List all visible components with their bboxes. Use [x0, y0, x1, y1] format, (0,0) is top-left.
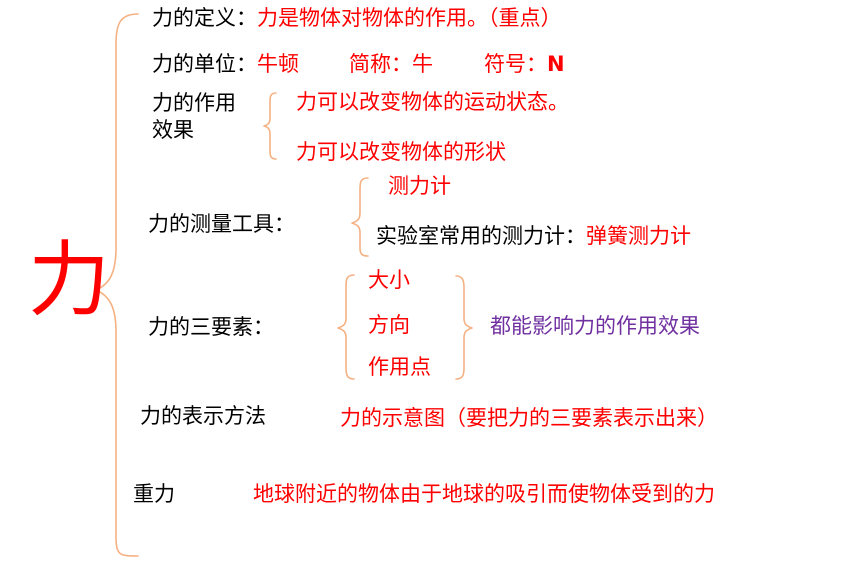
effect-label-line2: 效果 [152, 118, 194, 142]
unit-row: 力的单位：牛顿 [152, 51, 299, 77]
definition-label: 力的定义： [152, 6, 257, 30]
unit-symbol-row: 符号：N [484, 51, 565, 77]
measure-item-lab-prefix: 实验室常用的测力计： [376, 224, 586, 248]
elements-item-point: 作用点 [368, 355, 431, 379]
elements-right-brace [455, 275, 473, 380]
measure-item-dynamometer: 测力计 [388, 174, 451, 198]
unit-symbol-value: N [547, 52, 565, 76]
representation-label: 力的表示方法 [140, 404, 266, 428]
gravity-value: 地球附近的物体由于地球的吸引而使物体受到的力 [253, 482, 715, 506]
elements-label: 力的三要素： [148, 315, 274, 339]
unit-short-value: 牛 [412, 52, 433, 76]
main-force-char: 力 [28, 233, 111, 328]
unit-short-label: 简称： [349, 52, 412, 76]
gravity-label: 重力 [133, 482, 175, 506]
unit-short-row: 简称：牛 [349, 51, 433, 77]
effect-label-line1: 力的作用 [152, 91, 236, 115]
measure-brace [351, 177, 369, 257]
definition-row: 力的定义：力是物体对物体的作用。（重点） [152, 5, 562, 31]
measure-item-lab-value: 弹簧测力计 [586, 224, 691, 248]
unit-value: 牛顿 [257, 52, 299, 76]
measure-label: 力的测量工具： [148, 212, 295, 236]
elements-item-direction: 方向 [368, 313, 410, 337]
effect-brace [263, 92, 277, 160]
elements-note: 都能影响力的作用效果 [490, 314, 700, 338]
elements-item-magnitude: 大小 [368, 268, 410, 292]
effect-item-motion: 力可以改变物体的运动状态。 [296, 90, 569, 114]
unit-label: 力的单位： [152, 52, 257, 76]
main-brace [95, 13, 139, 557]
unit-symbol-label: 符号： [484, 52, 547, 76]
effect-item-shape: 力可以改变物体的形状 [296, 140, 506, 164]
elements-left-brace [337, 274, 355, 380]
definition-value: 力是物体对物体的作用。（重点） [257, 6, 562, 30]
measure-item-lab: 实验室常用的测力计：弹簧测力计 [376, 223, 691, 249]
representation-value: 力的示意图（要把力的三要素表示出来） [340, 406, 718, 430]
